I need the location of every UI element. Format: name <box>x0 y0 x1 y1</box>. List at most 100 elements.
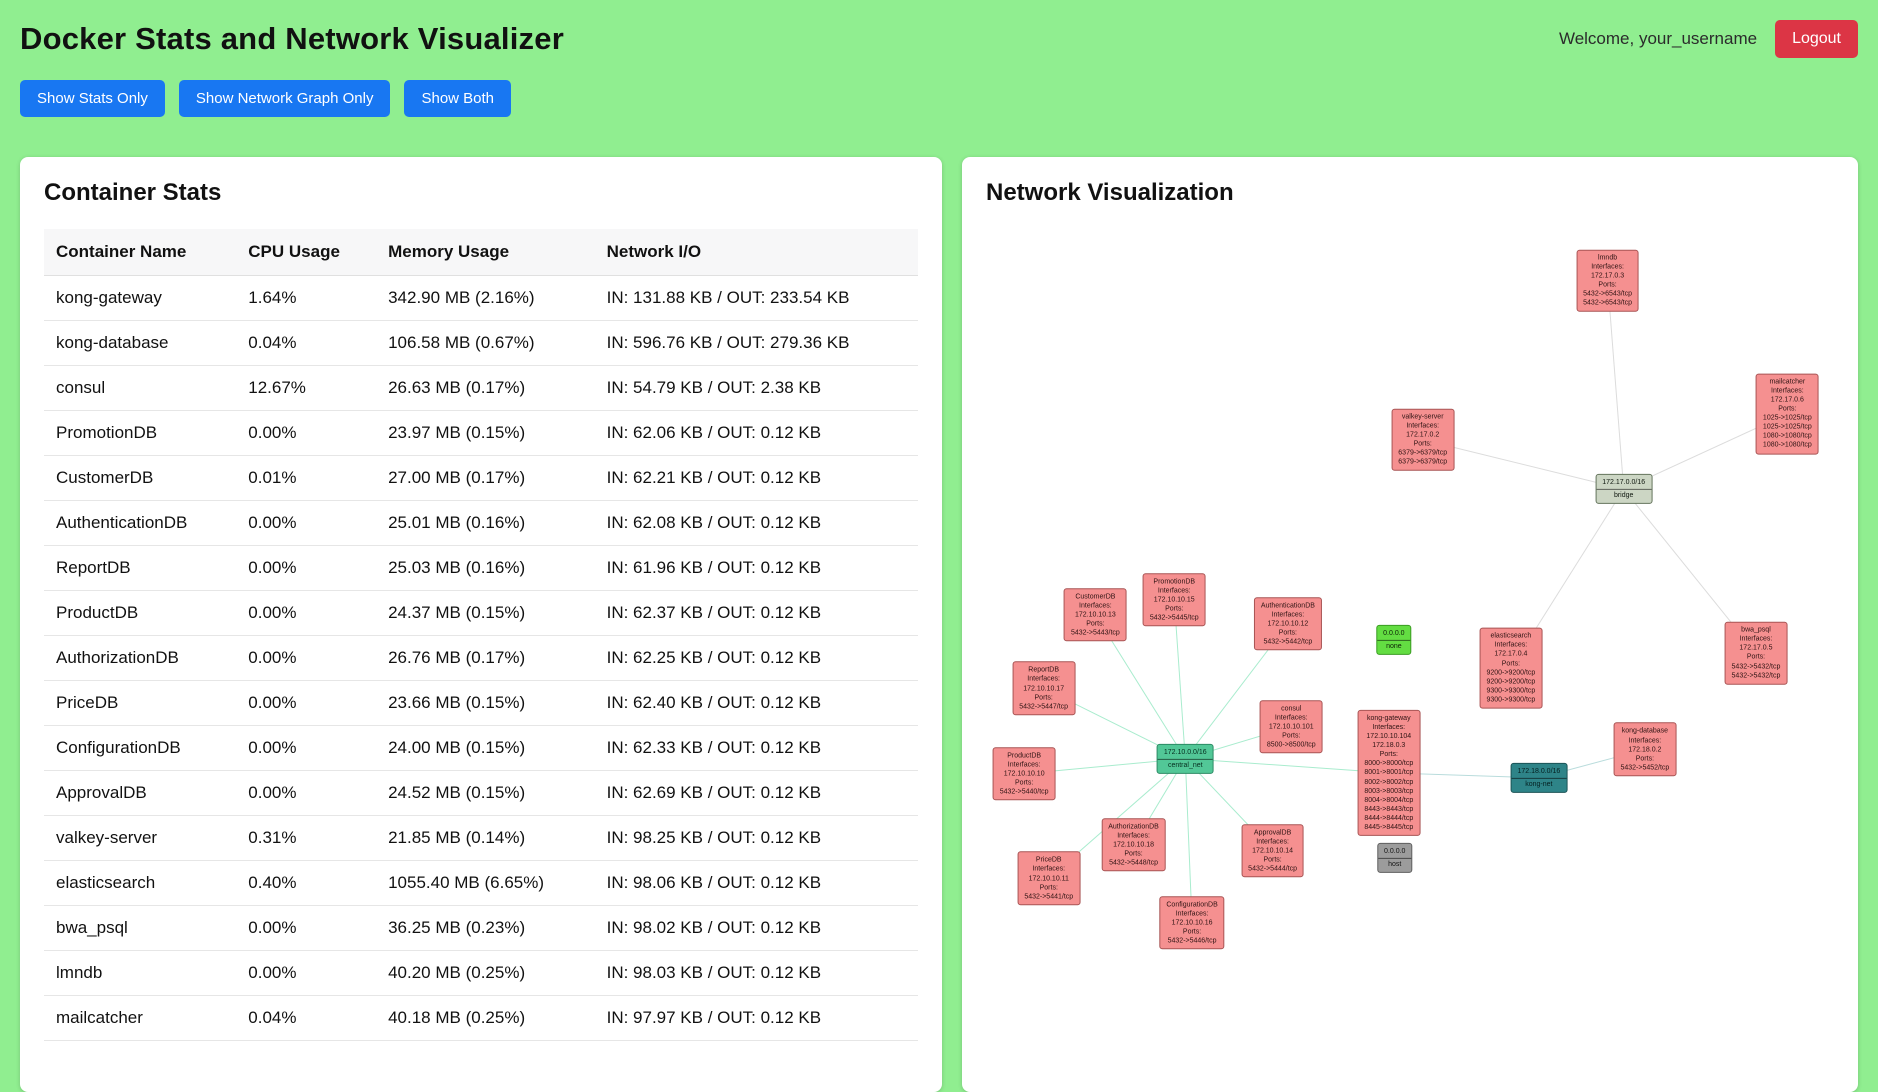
cell-container-name: ApprovalDB <box>44 770 237 816</box>
cell-container-name: PromotionDB <box>44 410 237 456</box>
cell-container-name: bwa_psql <box>44 905 237 951</box>
cell-cpu-usage: 0.00% <box>236 905 377 951</box>
show-network-graph-only-button[interactable]: Show Network Graph Only <box>178 80 391 117</box>
cell-cpu-usage: 1.64% <box>236 275 377 321</box>
header-right: Welcome, your_username Logout <box>1559 20 1858 58</box>
show-both-button[interactable]: Show Both <box>404 80 512 117</box>
cell-memory-usage: 21.85 MB (0.14%) <box>376 815 595 861</box>
cell-cpu-usage: 0.00% <box>236 950 377 996</box>
logout-button[interactable]: Logout <box>1775 20 1858 58</box>
cell-container-name: AuthorizationDB <box>44 635 237 681</box>
cell-memory-usage: 25.03 MB (0.16%) <box>376 545 595 591</box>
network-panel-title: Network Visualization <box>986 179 1234 206</box>
cell-memory-usage: 36.25 MB (0.23%) <box>376 905 595 951</box>
cell-memory-usage: 25.01 MB (0.16%) <box>376 500 595 546</box>
cell-container-name: consul <box>44 365 237 411</box>
cell-cpu-usage: 0.00% <box>236 590 377 636</box>
cell-cpu-usage: 0.01% <box>236 455 377 501</box>
cell-cpu-usage: 0.00% <box>236 500 377 546</box>
col-header-cpu-usage: CPU Usage <box>236 229 377 276</box>
cell-container-name: PriceDB <box>44 680 237 726</box>
cell-cpu-usage: 0.00% <box>236 545 377 591</box>
cell-cpu-usage: 0.40% <box>236 860 377 906</box>
cell-memory-usage: 24.00 MB (0.15%) <box>376 725 595 771</box>
page-title: Docker Stats and Network Visualizer <box>20 21 564 56</box>
cell-container-name: mailcatcher <box>44 995 237 1041</box>
cell-container-name: AuthenticationDB <box>44 500 237 546</box>
cell-network-io: IN: 62.21 KB / OUT: 0.12 KB <box>594 455 918 501</box>
stats-panel-title: Container Stats <box>44 179 222 206</box>
cell-network-io: IN: 98.25 KB / OUT: 0.12 KB <box>594 815 918 861</box>
cell-network-io: IN: 62.37 KB / OUT: 0.12 KB <box>594 590 918 636</box>
main-content: Container Stats Container Name CPU Usage… <box>20 157 1858 1092</box>
cell-cpu-usage: 0.04% <box>236 320 377 366</box>
cell-memory-usage: 23.97 MB (0.15%) <box>376 410 595 456</box>
cell-container-name: elasticsearch <box>44 860 237 906</box>
cell-network-io: IN: 61.96 KB / OUT: 0.12 KB <box>594 545 918 591</box>
col-header-container-name: Container Name <box>44 229 237 276</box>
cell-cpu-usage: 0.31% <box>236 815 377 861</box>
cell-network-io: IN: 97.97 KB / OUT: 0.12 KB <box>594 995 918 1041</box>
cell-container-name: ReportDB <box>44 545 237 591</box>
stats-header-row: Container Name CPU Usage Memory Usage Ne… <box>44 229 918 276</box>
cell-memory-usage: 40.20 MB (0.25%) <box>376 950 595 996</box>
edge-kong-gateway-central_net <box>1185 759 1389 773</box>
show-stats-only-button[interactable]: Show Stats Only <box>20 80 165 117</box>
cell-cpu-usage: 0.00% <box>236 410 377 456</box>
cell-container-name: CustomerDB <box>44 455 237 501</box>
cell-network-io: IN: 54.79 KB / OUT: 2.38 KB <box>594 365 918 411</box>
cell-network-io: IN: 98.03 KB / OUT: 0.12 KB <box>594 950 918 996</box>
cell-memory-usage: 106.58 MB (0.67%) <box>376 320 595 366</box>
cell-memory-usage: 342.90 MB (2.16%) <box>376 275 595 321</box>
cell-cpu-usage: 0.00% <box>236 770 377 816</box>
cell-cpu-usage: 12.67% <box>236 365 377 411</box>
cell-container-name: valkey-server <box>44 815 237 861</box>
cell-cpu-usage: 0.04% <box>236 995 377 1041</box>
cell-memory-usage: 26.76 MB (0.17%) <box>376 635 595 681</box>
cell-network-io: IN: 98.02 KB / OUT: 0.12 KB <box>594 905 918 951</box>
cell-memory-usage: 23.66 MB (0.15%) <box>376 680 595 726</box>
edge-ConfigurationDB-central_net <box>1185 759 1192 923</box>
cell-container-name: kong-database <box>44 320 237 366</box>
container-stats-panel: Container Stats Container Name CPU Usage… <box>20 157 942 1092</box>
cell-container-name: lmndb <box>44 950 237 996</box>
